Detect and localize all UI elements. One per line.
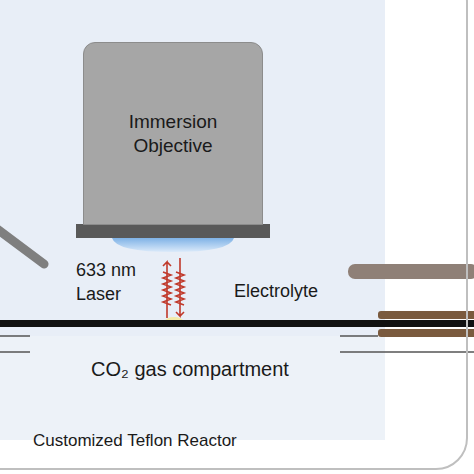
- objective-label: Immersion Objective: [96, 110, 250, 158]
- seal-line: [0, 351, 30, 353]
- objective-plate: [76, 224, 270, 238]
- gas-outlet-tube: [378, 329, 474, 337]
- reactor-title: Customized Teflon Reactor: [33, 430, 237, 451]
- laser-beam-wave: [176, 272, 184, 305]
- laser-beam-wave: [163, 272, 171, 305]
- compartment-label: CO₂ gas compartment: [40, 356, 340, 383]
- immersion-droplet: [112, 238, 234, 252]
- electrolyte-region: [0, 0, 385, 440]
- laser-arrow-head: [163, 262, 171, 318]
- seal-line: [340, 335, 378, 337]
- electrolyte-label: Electrolyte: [234, 279, 374, 303]
- reactor-housing: Customized Teflon Reactor Immersion Objec…: [0, 0, 468, 470]
- gas-inlet-tube: [378, 311, 474, 319]
- working-electrode: [0, 320, 474, 327]
- seal-line: [0, 335, 30, 337]
- laser-label: 633 nm Laser: [76, 258, 152, 307]
- laser-arrow-head: [176, 258, 184, 316]
- laser-beam: [163, 272, 184, 305]
- counter-electrode: [348, 264, 474, 279]
- reference-electrode: [0, 228, 44, 264]
- immersion-objective: Immersion Objective: [83, 42, 263, 225]
- seal-line: [340, 351, 474, 353]
- gas-compartment: [0, 336, 385, 440]
